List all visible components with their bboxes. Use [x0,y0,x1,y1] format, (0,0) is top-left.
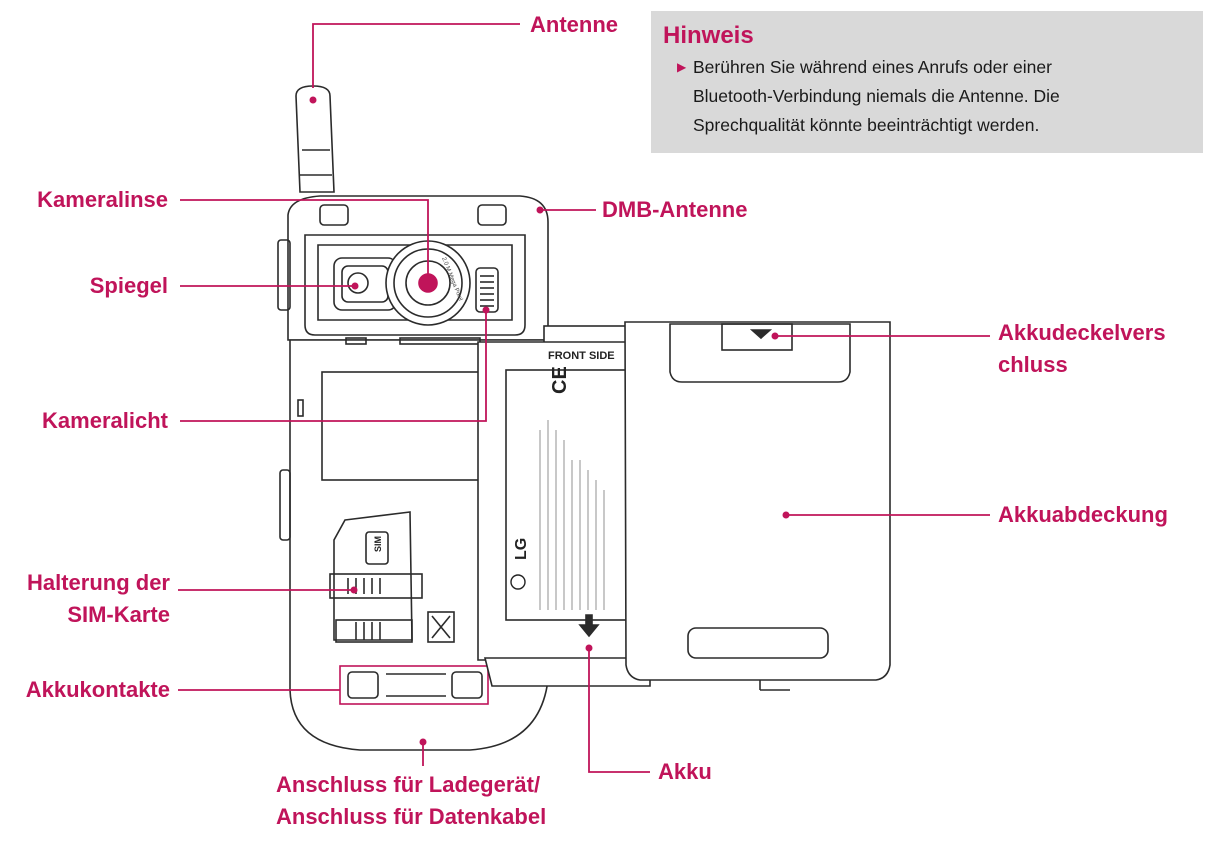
leader-akku [588,648,650,773]
leader-kameralicht [180,310,487,422]
label-akkuabdeckung: Akkuabdeckung [998,502,1168,527]
label-kameralicht: Kameralicht [42,408,168,433]
label-akkukontakte: Akkukontakte [25,677,170,702]
battery [477,325,651,687]
note-line-2: Bluetooth-Verbindung niemals die Antenne… [693,86,1060,106]
battery-fine-print [539,420,605,610]
sim-holder [329,511,455,643]
note-body: ▶ Berühren Sie während eines Anrufs oder… [663,53,1191,140]
label-dmb-antenne: DMB-Antenne [602,197,748,222]
note-line-3: Sprechqualität könnte beeinträchtigt wer… [693,115,1040,135]
sim-text: SIM [373,536,383,552]
label-anschluss-line1: Anschluss für Ladegerät/ [276,772,541,797]
label-sim-halterung-line1: Halterung der [26,570,170,595]
battery-cover [624,321,891,691]
label-sim-halterung-line2: SIM-Karte [67,602,170,627]
label-akkudeckelverschluss-line1: Akkudeckelvers [998,320,1166,345]
callout-dots [309,96,790,746]
label-antenne: Antenne [530,12,618,37]
lg-brand-text: LG [513,538,530,560]
label-spiegel: Spiegel [89,273,168,298]
label-akku: Akku [658,759,712,784]
note-title: Hinweis [663,22,754,49]
front-side-text: FRONT SIDE [548,350,615,362]
label-anschluss-line2: Anschluss für Datenkabel [276,804,547,829]
leader-kameralinse [180,199,429,283]
hinweis-note-box: Hinweis ▶ Berühren Sie während eines Anr… [651,11,1203,153]
battery-contacts [339,665,489,705]
leader-antenne [312,23,520,88]
note-line-1: Berühren Sie während eines Anrufs oder e… [693,57,1052,77]
antenna [295,85,335,193]
phone-illustration [277,85,891,751]
callout-lines [178,23,990,773]
lg-logo-icon [510,574,526,590]
label-akkudeckelverschluss-line2: chluss [998,352,1068,377]
ce-mark: CE [549,366,571,394]
label-kameralinse: Kameralinse [37,187,168,212]
triangle-bullet-icon: ▶ [677,60,687,74]
